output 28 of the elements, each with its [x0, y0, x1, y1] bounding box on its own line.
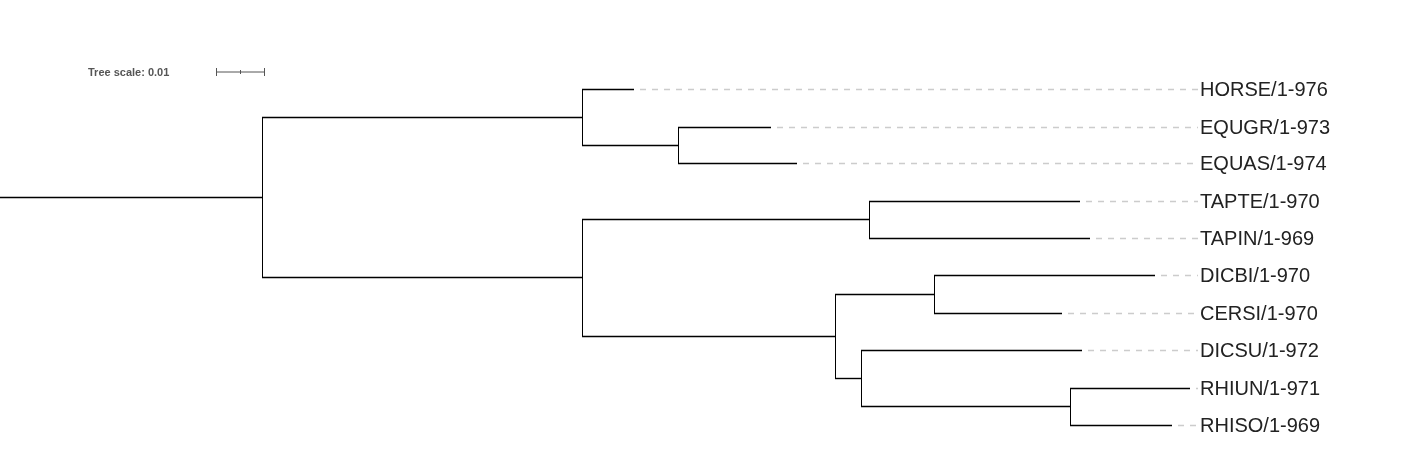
tree-branch — [581, 218, 870, 221]
scale-label: Tree scale: 0.01 — [88, 65, 170, 79]
taxon-label: EQUGR/1-973 — [1200, 115, 1331, 139]
tree-branch — [834, 377, 862, 380]
tree-branch — [0, 196, 263, 199]
taxon-label: HORSE/1-976 — [1200, 77, 1328, 101]
taxon-label: DICSU/1-972 — [1200, 338, 1319, 362]
tree-branch — [1069, 387, 1199, 390]
taxon-label: RHISO/1-969 — [1200, 413, 1321, 437]
tree-branch — [868, 237, 1199, 240]
taxon-label: DICBI/1-970 — [1200, 263, 1311, 287]
tree-branch — [1069, 424, 1199, 427]
tree-branch — [834, 293, 935, 296]
tree-branch — [860, 405, 1071, 408]
taxon-label: EQUAS/1-974 — [1200, 151, 1327, 175]
tree-branch — [868, 200, 1199, 203]
taxon-label: CERSI/1-970 — [1200, 301, 1318, 325]
tree-branch — [581, 335, 836, 338]
tree-branch — [261, 116, 583, 119]
taxon-label: RHIUN/1-971 — [1200, 376, 1321, 400]
tree-branch — [860, 349, 1199, 352]
tree-branch — [581, 88, 1199, 91]
taxon-label: TAPTE/1-970 — [1200, 189, 1320, 213]
tree-branch — [581, 144, 679, 147]
taxon-label: TAPIN/1-969 — [1200, 226, 1315, 250]
tree-branch — [261, 276, 583, 279]
tree-branch — [677, 126, 1199, 129]
tree-branch — [933, 274, 1199, 277]
